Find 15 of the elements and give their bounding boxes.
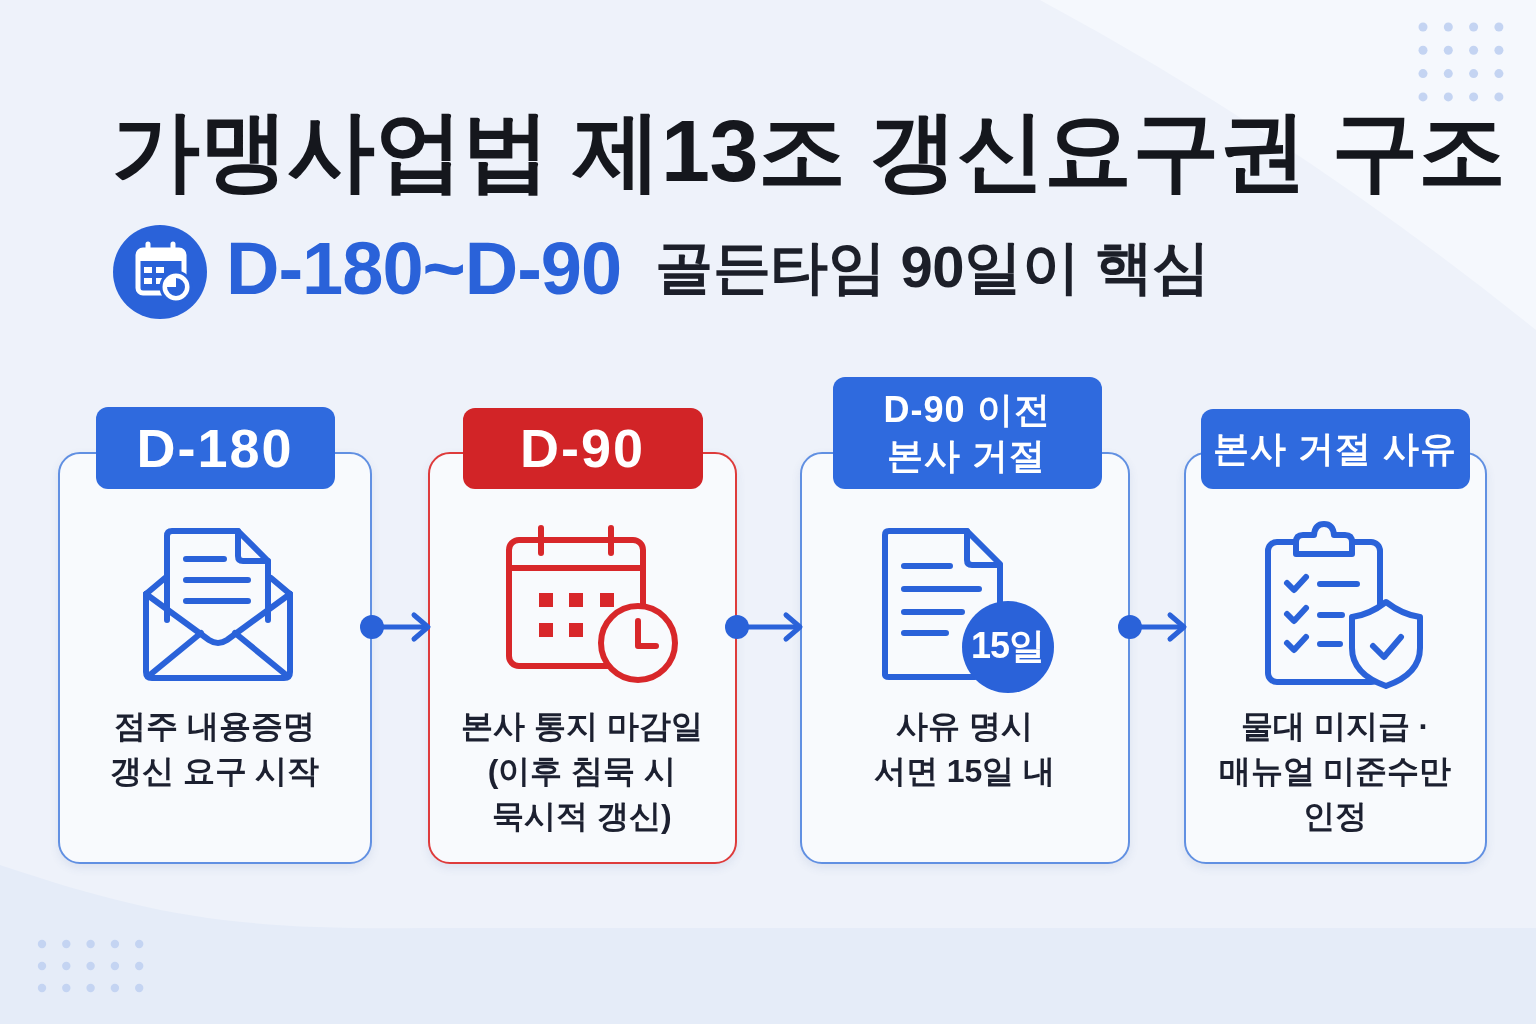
arrow xyxy=(1118,612,1187,642)
step-text: 점주 내용증명 갱신 요구 시작 xyxy=(108,706,321,791)
arrow xyxy=(725,612,803,642)
step-text: 본사 통지 마감일 (이후 침묵 시 묵시적 갱신) xyxy=(460,706,704,836)
step-tab: D-180 xyxy=(95,406,335,489)
title: 가맹사업법 제13조 갱신요구권 구조 xyxy=(112,100,1506,202)
step-tab: 본사 거절 사유 xyxy=(1200,408,1470,489)
step-text: 사유 명시 서면 15일 내 xyxy=(872,706,1057,791)
subtitle-text: D-180~D-90 xyxy=(226,228,622,310)
subtitle-text: 골든타임 90일이 핵심 xyxy=(655,235,1210,299)
step-text: 물대 미지급 · 매뉴얼 미준수만 인정 xyxy=(1217,706,1453,836)
step-tab: D-90 이전 본사 거절 xyxy=(832,376,1102,489)
day-badge: 15일 xyxy=(961,600,1054,693)
arrow xyxy=(360,612,431,642)
step-tab: D-90 xyxy=(462,407,703,489)
